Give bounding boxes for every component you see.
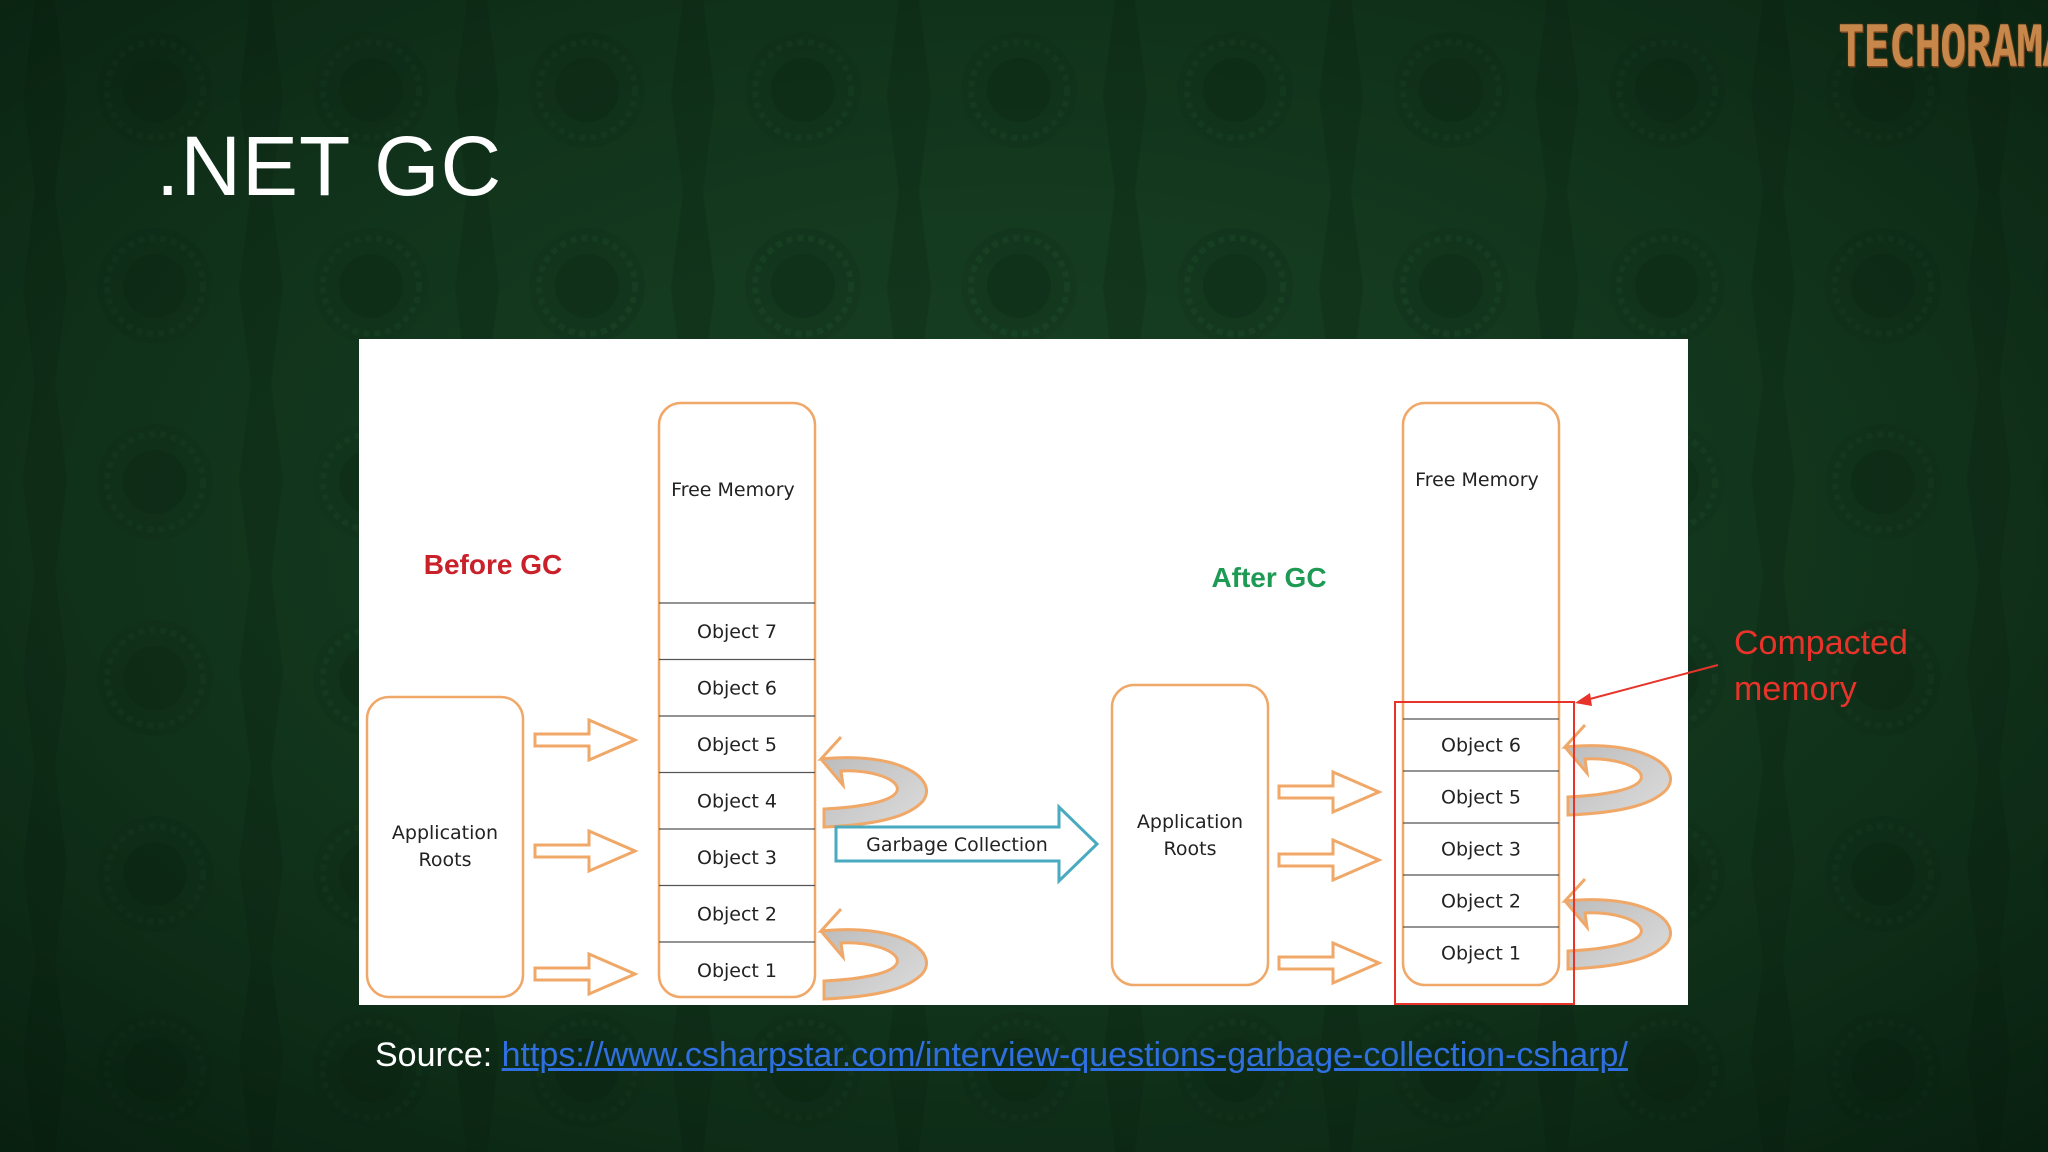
garbage-collection-arrow	[834, 803, 1100, 885]
before-curl-arrow-bottom	[817, 907, 928, 1001]
slide-title: .NET GC	[156, 119, 503, 213]
memory-object: Object 6	[697, 677, 777, 699]
after-root-arrow-2	[1277, 837, 1383, 883]
after-roots-label-line1: Application	[1137, 811, 1243, 833]
before-root-arrow-1	[533, 717, 639, 763]
compacted-memory-callout: Compacted memory	[1734, 620, 1908, 712]
before-application-roots-box	[365, 695, 525, 999]
source-link[interactable]: https://www.csharpstar.com/interview-que…	[501, 1036, 1628, 1074]
before-free-memory-label: Free Memory	[671, 479, 795, 501]
gc-diagram: Before GC Application Roots Free Memory …	[359, 339, 1688, 1005]
before-roots-label-line1: Application	[392, 822, 498, 844]
memory-object: Object 1	[697, 960, 777, 982]
after-application-roots-box	[1110, 683, 1270, 987]
memory-object: Object 7	[697, 621, 777, 643]
after-curl-arrow-bottom	[1561, 877, 1672, 971]
before-memory-column	[657, 401, 817, 999]
after-root-arrow-1	[1277, 769, 1383, 815]
after-free-memory-label: Free Memory	[1415, 469, 1539, 491]
after-curl-arrow-top	[1561, 723, 1672, 817]
garbage-collection-label: Garbage Collection	[866, 834, 1048, 856]
before-curl-arrow-top	[817, 735, 928, 829]
after-roots-label-line2: Roots	[1164, 838, 1217, 860]
memory-object: Object 5	[1441, 787, 1521, 809]
after-gc-label: After GC	[1211, 562, 1326, 593]
callout-line-1: Compacted	[1734, 624, 1908, 662]
memory-object: Object 5	[697, 734, 777, 756]
memory-object: Object 4	[697, 790, 777, 812]
memory-object: Object 2	[697, 903, 777, 925]
callout-line-2: memory	[1734, 670, 1857, 708]
before-object-list: Object 7 Object 6 Object 5 Object 4 Object 3…	[697, 621, 777, 982]
before-column-dividers	[659, 602, 815, 943]
before-root-arrow-2	[533, 828, 639, 874]
before-roots-label-line2: Roots	[419, 849, 472, 871]
memory-object: Object 1	[1441, 943, 1521, 965]
memory-object: Object 3	[697, 847, 777, 869]
memory-object: Object 2	[1441, 891, 1521, 913]
after-root-arrow-3	[1277, 940, 1383, 986]
memory-object: Object 6	[1441, 735, 1521, 757]
source-prefix: Source:	[375, 1036, 502, 1074]
source-citation: Source: https://www.csharpstar.com/inter…	[375, 1036, 1628, 1075]
techorama-logo: TECHORAMA	[1838, 14, 2048, 81]
memory-object: Object 3	[1441, 839, 1521, 861]
before-root-arrow-3	[533, 951, 639, 997]
before-gc-label: Before GC	[424, 549, 562, 580]
